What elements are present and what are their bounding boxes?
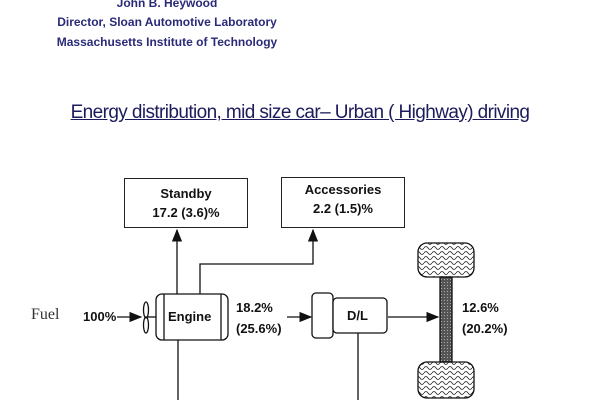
engine-label: Engine bbox=[168, 309, 212, 324]
engine-output-highway: (25.6%) bbox=[236, 321, 282, 336]
standby-label: Standby bbox=[160, 186, 212, 201]
wheels-output: 12.6% (20.2%) bbox=[462, 297, 508, 339]
tire-bottom-icon bbox=[417, 361, 475, 399]
engine-box bbox=[155, 293, 229, 341]
author-position: Director, Sloan Automotive Laboratory bbox=[57, 15, 277, 29]
tire-top-icon bbox=[417, 242, 475, 278]
wheels-output-highway: (20.2%) bbox=[462, 321, 508, 336]
standby-box: Standby 17.2 (3.6)% bbox=[124, 178, 248, 228]
accessories-value: 2.2 (1.5)% bbox=[313, 201, 373, 216]
driveline-label: D/L bbox=[347, 308, 368, 323]
driveline-clutch bbox=[311, 292, 334, 339]
fuel-percent: 100% bbox=[83, 309, 117, 324]
axle bbox=[439, 276, 453, 363]
diagram-title: Energy distribution, mid size car– Urban… bbox=[70, 102, 530, 123]
driveline-box bbox=[332, 297, 388, 334]
standby-value: 17.2 (3.6)% bbox=[152, 205, 220, 220]
accessories-label: Accessories bbox=[304, 182, 382, 197]
fan-icon bbox=[142, 301, 150, 319]
fuel-label: Fuel bbox=[31, 306, 60, 323]
accessories-box: Accessories 2.2 (1.5)% bbox=[281, 177, 405, 228]
wheels-output-urban: 12.6% bbox=[462, 300, 499, 315]
engine-output: 18.2% (25.6%) bbox=[236, 297, 282, 339]
engine-output-urban: 18.2% bbox=[236, 300, 273, 315]
author-name: John B. Heywood bbox=[116, 0, 218, 10]
accessories-arrow bbox=[199, 228, 319, 294]
author-institution: Massachusetts Institute of Technology bbox=[56, 35, 278, 49]
